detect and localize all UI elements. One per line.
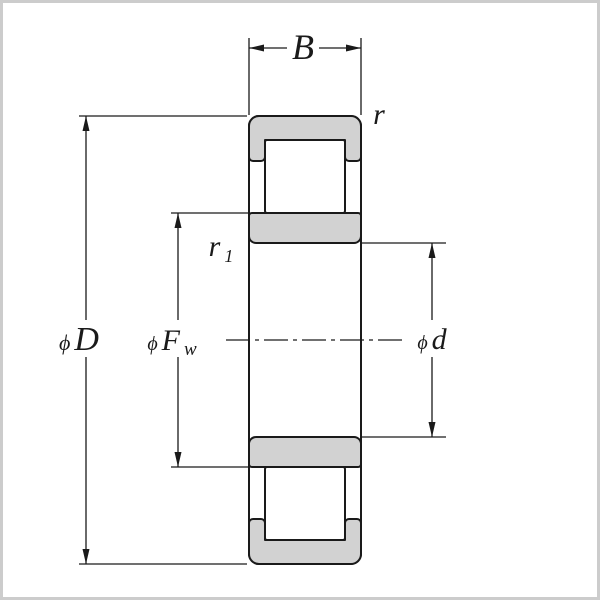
phi-symbol: ϕ <box>147 333 157 355</box>
roller-top <box>264 139 346 214</box>
mask-label-d <box>407 320 458 357</box>
arrow-Fw-top <box>174 213 182 228</box>
label-raceway-diameter-main: F <box>161 324 181 357</box>
arrow-D-bottom <box>82 549 90 564</box>
inner-ring-top-section <box>248 212 362 244</box>
label-outer-diameter-main: D <box>73 321 99 358</box>
label-inner-chamfer-r1: r 1 <box>209 230 234 266</box>
label-inner-chamfer-r1-main: r <box>209 230 221 263</box>
mask-label-Fw <box>143 320 201 357</box>
label-raceway-diameter-sub: w <box>184 339 197 360</box>
label-masks <box>57 33 458 357</box>
label-outer-diameter-phiD: ϕ D <box>59 321 99 358</box>
arrow-d-top <box>428 243 436 258</box>
mask-label-D <box>57 320 103 357</box>
label-inner-chamfer-r1-sub: 1 <box>224 246 233 266</box>
arrow-B-left <box>249 44 264 52</box>
mask-label-B <box>287 33 319 63</box>
arrow-d-bottom <box>428 422 436 437</box>
arrowheads <box>82 44 436 564</box>
arrow-D-top <box>82 116 90 131</box>
arrow-Fw-bottom <box>174 452 182 467</box>
label-bore-diameter-main: d <box>432 323 448 356</box>
labels: B r r 1 ϕ D ϕ F w ϕ d <box>59 27 448 360</box>
label-outer-chamfer-r: r <box>373 98 385 131</box>
label-width-B: B <box>292 27 314 67</box>
label-raceway-diameter-phiFw: ϕ F w <box>147 324 197 360</box>
label-bore-diameter-phid: ϕ d <box>417 323 447 356</box>
phi-symbol: ϕ <box>59 330 70 355</box>
arrow-B-right <box>346 44 361 52</box>
phi-symbol: ϕ <box>417 332 427 354</box>
inner-ring-bottom-section <box>248 436 362 468</box>
roller-bottom <box>264 466 346 541</box>
drawing-root: B r r 1 ϕ D ϕ F w ϕ d <box>57 27 458 565</box>
